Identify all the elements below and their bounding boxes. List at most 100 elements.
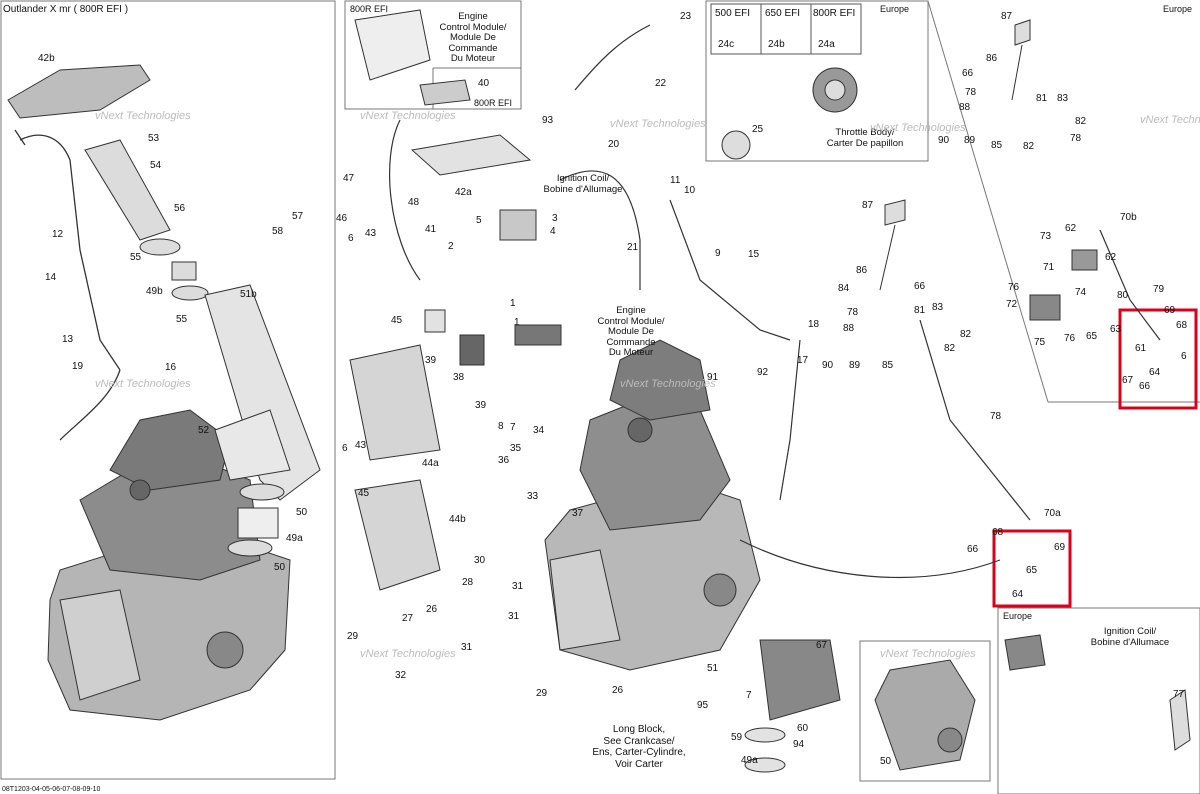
callout-number: 30 (474, 555, 486, 566)
callout-number: 58 (272, 226, 284, 237)
highlight-boxes (992, 308, 1198, 608)
callout-number: 49a (741, 755, 758, 766)
callout-number: 27 (402, 613, 414, 624)
shifter-drawing (879, 19, 1191, 751)
callout-number: 78 (847, 307, 859, 318)
callout-number: 84 (838, 283, 850, 294)
callout-number: 68 (992, 527, 1004, 538)
callout-number: 37 (572, 508, 584, 519)
watermark: vNext Technologies (870, 122, 966, 134)
watermark: vNext Technologies (1140, 114, 1200, 126)
inset-ecm-note: Engine Control Module/ Module De Command… (439, 11, 507, 64)
callout-number: 81 (914, 305, 926, 316)
inset-callout-40: 40 (478, 78, 490, 89)
callout-number: 68 (1176, 320, 1188, 331)
callout-number: 48 (408, 197, 420, 208)
ecm-center-label: Engine Control Module/ Module De Command… (597, 305, 665, 358)
left-panel-border (0, 0, 336, 780)
callout-number: 7 (510, 422, 516, 433)
callout-number: 78 (1070, 133, 1082, 144)
watermark: vNext Technologies (95, 378, 191, 390)
left-hoses (14, 129, 121, 441)
watermark: vNext Technologies (360, 110, 456, 122)
callout-number: 35 (510, 443, 522, 454)
callout-number: 87 (862, 200, 874, 211)
callout-number: 62 (1065, 223, 1077, 234)
callout-number: 31 (508, 611, 520, 622)
callout-number: 34 (533, 425, 545, 436)
ignition-coil-label: Ignition Coil/ Bobine d'Allumage (543, 173, 623, 195)
watermark: vNext Technologies (360, 648, 456, 660)
callout-number: 65 (1026, 565, 1038, 576)
europe-coil-border (997, 607, 1200, 794)
callout-number: 86 (986, 53, 998, 64)
highlight-box-upper (1118, 308, 1198, 410)
callout-number: 31 (512, 581, 524, 592)
center-parts (349, 9, 841, 773)
callout-number: 67 (1122, 375, 1134, 386)
throttle-body-drawing (721, 67, 858, 160)
callout-number: 6 (348, 233, 354, 244)
callout-number: 54 (150, 160, 162, 171)
efi-table-grid (710, 3, 862, 55)
callout-number: 88 (959, 102, 971, 113)
callout-number: 2 (448, 241, 454, 252)
callout-number: 44b (449, 514, 466, 525)
callout-number: 66 (962, 68, 974, 79)
callout-number: 23 (680, 11, 692, 22)
callout-number: 26 (612, 685, 624, 696)
watermark: vNext Technologies (620, 378, 716, 390)
callout-number: 55 (130, 252, 142, 263)
callout-number: 49a (286, 533, 303, 544)
europe-label-top: Europe (880, 4, 910, 14)
efi-col-3-head: 800R EFI (813, 8, 856, 19)
callout-number: 6 (1181, 351, 1187, 362)
callout-number: 85 (882, 360, 894, 371)
callout-number: 25 (752, 124, 764, 135)
callout-number: 3 (552, 213, 558, 224)
callout-number: 83 (932, 302, 944, 313)
callout-number: 41 (425, 224, 437, 235)
callout-number: 89 (849, 360, 861, 371)
callout-number: 44a (422, 458, 439, 469)
inset-label-800r: 800R EFI (350, 4, 389, 14)
engine-thumbnail (874, 659, 976, 771)
callout-number: 28 (462, 577, 474, 588)
callout-number: 36 (498, 455, 510, 466)
callout-number: 45 (391, 315, 403, 326)
left-engine-drawing (47, 409, 291, 721)
callout-number: 11 (670, 175, 681, 186)
center-engine-drawing (544, 339, 761, 671)
header-title: Outlander X mr ( 800R EFI ) (3, 4, 129, 15)
callout-number: 42a (455, 187, 472, 198)
callout-number: 70b (1120, 212, 1137, 223)
callout-number: 90 (822, 360, 834, 371)
callout-number: 66 (1139, 381, 1151, 392)
callout-number: 19 (72, 361, 84, 372)
callout-number: 1 (510, 298, 516, 309)
callout-number: 43 (365, 228, 377, 239)
callout-number: 7 (746, 690, 752, 701)
inset-label-800r-b: 800R EFI (474, 98, 513, 108)
efi-col-2-part: 24b (768, 39, 785, 50)
callout-number: 6 (342, 443, 348, 454)
callout-number: 82 (1023, 141, 1035, 152)
callout-number: 91 (707, 372, 719, 383)
callout-number: 16 (165, 362, 177, 373)
engine-thumb-border (859, 640, 991, 782)
callout-number: 66 (967, 544, 979, 555)
callout-number: 69 (1164, 305, 1176, 316)
efi-col-2-head: 650 EFI (765, 8, 801, 19)
callout-number: 64 (1149, 367, 1161, 378)
callout-number: 15 (748, 249, 760, 260)
callout-number: 90 (938, 135, 950, 146)
callout-number: 18 (808, 319, 820, 330)
callout-number: 85 (991, 140, 1003, 151)
center-cables (388, 24, 1161, 579)
callout-number: 29 (536, 688, 548, 699)
watermark: vNext Technologies (95, 110, 191, 122)
callout-number: 45 (358, 488, 370, 499)
watermark: vNext Technologies (610, 118, 706, 130)
efi-col-1-part: 24c (718, 39, 735, 50)
